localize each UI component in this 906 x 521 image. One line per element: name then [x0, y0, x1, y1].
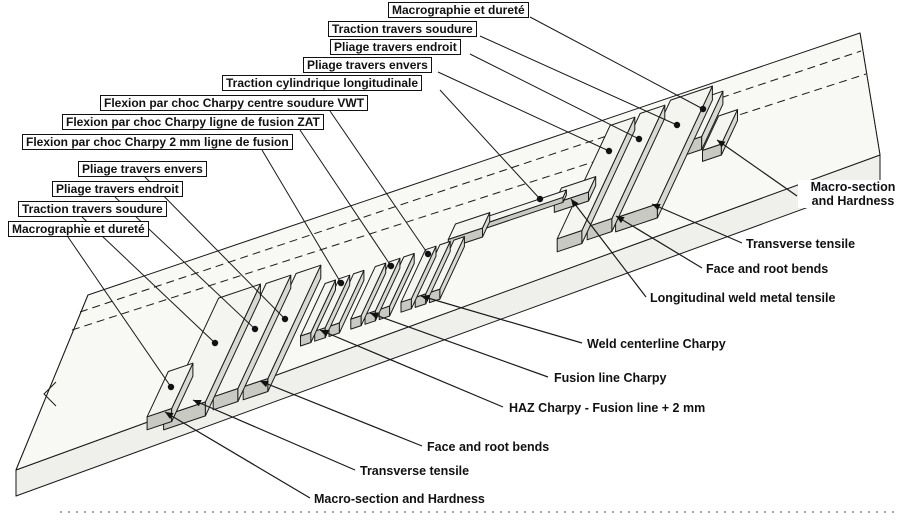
- leader-dot-french-9: [251, 325, 259, 333]
- leader-dot-french-4: [536, 195, 544, 203]
- leader-line-english-0: [716, 139, 798, 197]
- leader-dot-french-1: [673, 121, 681, 129]
- label-fr-traction-cylindrique: Traction cylindrique longitudinale: [222, 75, 423, 91]
- label-en-weld-centerline-charpy: Weld centerline Charpy: [585, 337, 728, 351]
- label-fr-pliage-travers-endroit-top: Pliage travers endroit: [330, 39, 461, 55]
- leader-dot-french-3: [605, 147, 613, 155]
- label-fr-traction-travers-soudure-left: Traction travers soudure: [18, 201, 167, 217]
- label-fr-macrographie-durete-left: Macrographie et dureté: [8, 221, 149, 237]
- leader-dot-french-8: [281, 315, 289, 323]
- weld-dashed-line-1: [79, 50, 862, 313]
- leader-line-english-7: [259, 380, 423, 447]
- leader-line-french-10: [81, 216, 216, 344]
- leader-line-english-5: [369, 312, 549, 378]
- leader-line-english-8: [192, 399, 356, 471]
- label-en-macro-section-bottom: Macro-section and Hardness: [312, 492, 487, 506]
- specimen-charpy-bar-top-face: [300, 279, 336, 337]
- label-en-transverse-tensile-right: Transverse tensile: [744, 237, 858, 251]
- label-en-face-root-bends-bottom: Face and root bends: [425, 440, 552, 454]
- label-fr-macrographie-durete-top: Macrographie et dureté: [388, 2, 529, 18]
- specimen-charpy-bar-top-face: [400, 245, 437, 303]
- leader-dot-french-10: [211, 339, 219, 347]
- leader-line-french-7: [261, 149, 342, 284]
- leader-dot-french-7: [337, 279, 345, 287]
- leader-dot-french-0: [699, 105, 707, 113]
- label-en-haz-charpy: HAZ Charpy - Fusion line + 2 mm: [507, 401, 708, 415]
- weld-prep-notch: [43, 381, 57, 407]
- leader-line-english-1: [651, 203, 743, 244]
- label-fr-pliage-travers-endroit-left: Pliage travers endroit: [52, 181, 183, 197]
- leader-line-french-1: [479, 35, 678, 126]
- leader-line-english-4: [420, 294, 583, 344]
- leader-line-english-9: [164, 411, 311, 499]
- label-fr-pliage-travers-envers-top: Pliage travers envers: [303, 57, 432, 73]
- label-en-fusion-line-charpy: Fusion line Charpy: [552, 371, 669, 385]
- leader-line-french-0: [529, 16, 704, 110]
- leader-line-french-3: [437, 71, 610, 152]
- leader-line-french-11: [67, 236, 172, 388]
- specimen-charpy-bar-top-face: [350, 262, 387, 320]
- label-fr-traction-travers-soudure-top: Traction travers soudure: [328, 21, 477, 37]
- leader-line-french-5: [329, 110, 429, 255]
- leader-line-french-8: [144, 176, 286, 320]
- label-fr-pliage-travers-envers-left: Pliage travers envers: [78, 161, 207, 177]
- label-en-transverse-tensile-bottom: Transverse tensile: [358, 464, 472, 478]
- label-fr-charpy-ligne-fusion: Flexion par choc Charpy ligne de fusion …: [62, 114, 324, 130]
- leader-line-english-3: [570, 198, 647, 298]
- leader-line-french-9: [114, 196, 256, 330]
- label-fr-charpy-2mm: Flexion par choc Charpy 2 mm ligne de fu…: [22, 134, 293, 150]
- leader-dot-french-11: [167, 383, 175, 391]
- label-en-face-root-bends-right: Face and root bends: [704, 262, 831, 276]
- label-en-macro-section-right: Macro-section and Hardness: [798, 180, 906, 208]
- leader-line-french-2: [469, 53, 640, 140]
- leader-line-french-6: [299, 129, 392, 267]
- leader-dot-french-6: [387, 262, 395, 270]
- specimen-longitudinal-tensile-grip-a-top-face: [447, 212, 491, 240]
- leader-dot-french-2: [635, 135, 643, 143]
- leader-line-english-2: [615, 215, 703, 269]
- label-en-longitudinal-tensile: Longitudinal weld metal tensile: [648, 291, 838, 305]
- leader-line-english-6: [319, 329, 504, 408]
- label-fr-charpy-centre-soudure: Flexion par choc Charpy centre soudure V…: [100, 95, 369, 111]
- leader-line-french-4: [439, 89, 541, 200]
- leader-dot-french-5: [424, 250, 432, 258]
